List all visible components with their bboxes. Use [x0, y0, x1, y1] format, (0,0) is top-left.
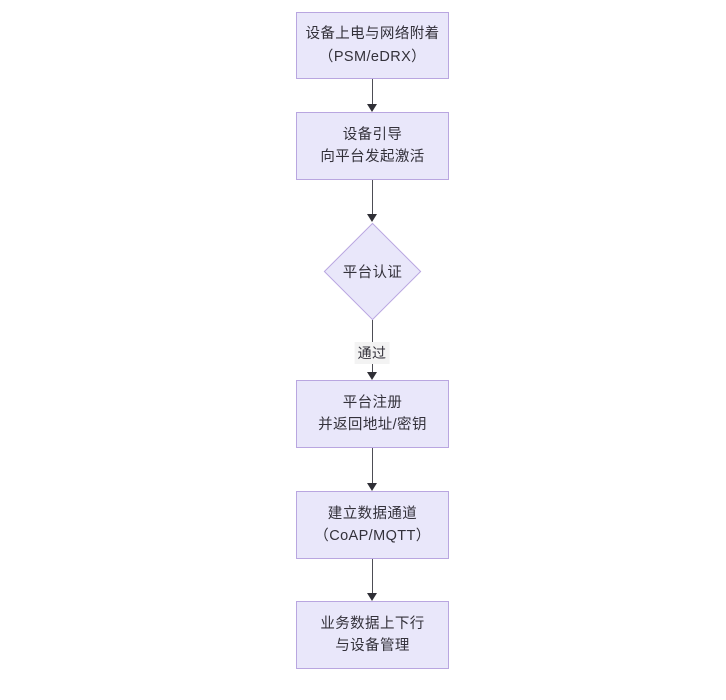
- node-text-line: （CoAP/MQTT）: [314, 528, 431, 544]
- node-text-line: 设备上电与网络附着: [305, 26, 440, 43]
- node-text-line: 向平台发起激活: [320, 149, 425, 165]
- flowchart-node-platform-register[interactable]: 平台注册 并返回地址/密钥: [296, 380, 449, 448]
- flowchart-node-data-channel[interactable]: 建立数据通道 （CoAP/MQTT）: [296, 491, 449, 559]
- node-text-line: 设备引导: [342, 126, 403, 143]
- edge-line: [372, 79, 374, 105]
- node-text-line: 业务数据上下行: [320, 615, 425, 632]
- edge-line: [372, 180, 374, 215]
- node-text-line: 平台认证: [342, 264, 403, 281]
- flowchart-node-platform-auth[interactable]: 平台认证: [323, 222, 422, 320]
- arrowhead-icon: [367, 104, 377, 112]
- node-text-line: 与设备管理: [335, 638, 410, 654]
- node-text-line: 平台注册: [342, 394, 403, 411]
- arrowhead-icon: [367, 483, 377, 491]
- flowchart-node-service-data[interactable]: 业务数据上下行 与设备管理: [296, 601, 449, 669]
- edge-line: [372, 559, 374, 594]
- arrowhead-icon: [367, 214, 377, 222]
- edge-line: [372, 448, 374, 484]
- node-text-line: 并返回地址/密钥: [318, 417, 427, 433]
- flowchart-node-power-on[interactable]: 设备上电与网络附着 （PSM/eDRX）: [296, 12, 449, 79]
- node-text-line: （PSM/eDRX）: [318, 48, 427, 65]
- arrowhead-icon: [367, 372, 377, 380]
- edge-label-pass: 通过: [354, 342, 390, 364]
- arrowhead-icon: [367, 593, 377, 601]
- node-text-line: 建立数据通道: [327, 505, 418, 522]
- flowchart-node-bootstrap[interactable]: 设备引导 向平台发起激活: [296, 112, 449, 180]
